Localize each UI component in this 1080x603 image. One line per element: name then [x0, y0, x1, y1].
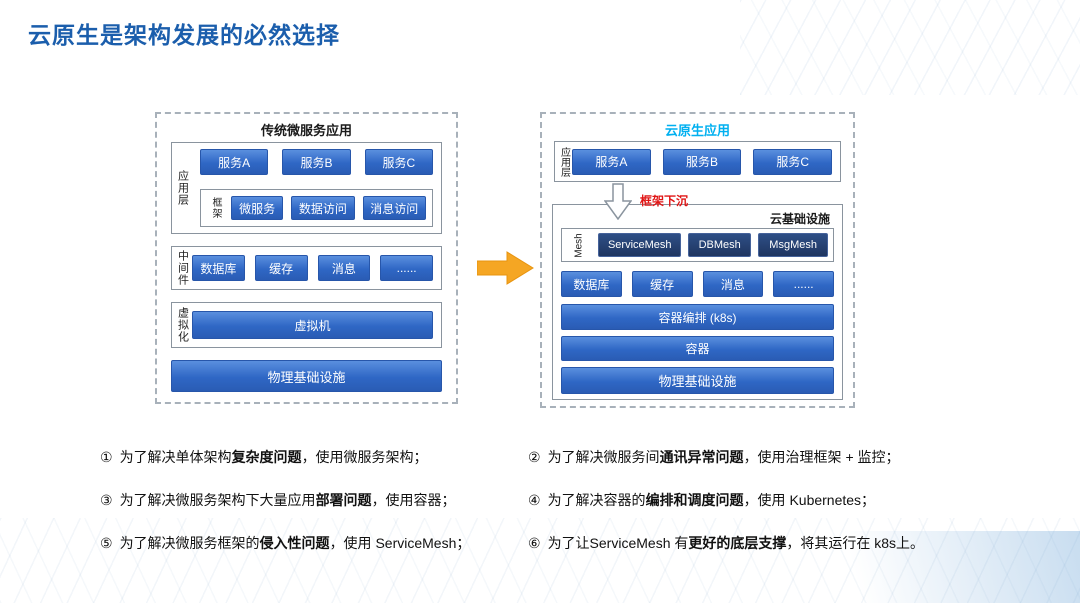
note-text: 为了解决微服务框架的	[119, 534, 260, 551]
cloud-native-diagram: 云原生应用 应用层 服务A 服务B 服务C 框架下沉 云基础设施 Mesh	[540, 112, 855, 408]
flow-arrow-icon	[477, 251, 534, 285]
left-app-layer-content: 服务A 服务B 服务C 框架 微服务 数据访问 消息访问	[192, 143, 441, 233]
note-6: ⑥ 为了让ServiceMesh 有更好的底层支撑，将其运行在 k8s上。	[528, 534, 1056, 553]
note-text-bold: 更好的底层支撑	[688, 534, 787, 551]
right-middleware-row: 数据库 缓存 消息 ......	[561, 271, 834, 297]
note-text-bold: 侵入性问题	[259, 534, 330, 551]
framework-item-box: 数据访问	[291, 196, 355, 220]
mesh-box: Mesh ServiceMesh DBMesh MsgMesh	[561, 228, 834, 262]
service-box: 服务B	[282, 149, 351, 175]
note-3: ③ 为了解决微服务架构下大量应用部署问题，使用容器；	[100, 491, 528, 510]
left-services-row: 服务A 服务B 服务C	[200, 149, 433, 175]
left-framework-label: 框架	[210, 197, 221, 219]
note-text: 为了解决微服务间	[547, 449, 660, 465]
service-box: 服务A	[572, 148, 651, 175]
note-text-bold: 复杂度问题	[231, 449, 302, 465]
traditional-microservices-diagram: 传统微服务应用 应用层 服务A 服务B 服务C 框架 微服务 数据访问 消息访	[155, 112, 458, 404]
note-text: ，使用容器；	[371, 491, 456, 508]
cloud-infra-label: 云基础设施	[769, 212, 830, 226]
note-4: ④ 为了解决容器的编排和调度问题，使用 Kubernetes；	[528, 491, 1056, 510]
container-bar: 容器	[561, 336, 834, 361]
note-text: ，将其运行在 k8s上。	[786, 534, 925, 551]
note-5: ⑤ 为了解决微服务框架的侵入性问题，使用 ServiceMesh；	[100, 534, 528, 553]
middleware-box: 数据库	[561, 271, 622, 297]
service-box: 服务C	[753, 148, 833, 175]
right-app-layer-box: 应用层 服务A 服务B 服务C	[554, 141, 841, 182]
page-title: 云原生是架构发展的必然选择	[28, 22, 340, 48]
right-app-layer-label-wrap: 应用层	[555, 142, 572, 181]
middleware-box: 消息	[317, 255, 371, 281]
note-number: ⑥	[528, 534, 541, 551]
note-text: ，使用 Kubernetes；	[743, 491, 876, 508]
left-middleware-row: 数据库 缓存 消息 ......	[192, 247, 441, 289]
left-framework-label-wrap: 框架	[207, 197, 223, 219]
right-physical-bar: 物理基础设施	[561, 367, 834, 394]
note-2: ② 为了解决微服务间通讯异常问题，使用治理框架 + 监控；	[528, 448, 1056, 467]
framework-item-box: 消息访问	[362, 196, 426, 220]
sink-label: 框架下沉	[640, 194, 689, 208]
left-app-layer-label: 应用层	[176, 170, 189, 206]
left-middleware-label: 中间件	[176, 250, 189, 286]
left-diagram-title: 传统微服务应用	[260, 123, 352, 138]
middleware-box: 数据库	[192, 255, 245, 281]
left-virtualization-label-wrap: 虚拟化	[172, 303, 192, 347]
note-number: ⑤	[100, 534, 113, 551]
left-middleware-label-wrap: 中间件	[172, 247, 192, 289]
note-number: ③	[100, 491, 113, 508]
note-text-bold: 通讯异常问题	[659, 449, 744, 465]
mesh-label: Mesh	[573, 232, 585, 258]
service-box: 服务C	[364, 149, 433, 175]
service-box: 服务A	[200, 149, 269, 175]
mesh-item-box: MsgMesh	[758, 233, 828, 257]
note-text-bold: 编排和调度问题	[645, 491, 744, 508]
right-services-row: 服务A 服务B 服务C	[572, 142, 840, 181]
note-number: ④	[528, 491, 541, 508]
middleware-box: ......	[773, 271, 834, 297]
note-text: 为了解决容器的	[547, 491, 646, 508]
note-text: 为了让ServiceMesh 有	[547, 534, 689, 551]
note-text: ，使用 ServiceMesh；	[329, 534, 471, 551]
note-1: ① 为了解决单体架构复杂度问题，使用微服务架构；	[100, 448, 528, 467]
mesh-item-box: DBMesh	[688, 233, 752, 257]
framework-item-box: 微服务	[231, 196, 284, 220]
middleware-box: ......	[380, 255, 433, 281]
middleware-box: 消息	[702, 271, 764, 297]
right-app-layer-label: 应用层	[558, 146, 570, 177]
note-number: ②	[528, 449, 541, 465]
note-text: ，使用治理框架 + 监控；	[743, 449, 900, 465]
right-diagram-title: 云原生应用	[664, 123, 730, 138]
mesh-item-box: ServiceMesh	[598, 233, 682, 257]
left-vm-row: 虚拟机	[192, 303, 441, 347]
note-number: ①	[100, 449, 113, 465]
left-virtualization-label: 虚拟化	[176, 307, 189, 343]
left-physical-bar: 物理基础设施	[171, 360, 442, 392]
left-middleware-box: 中间件 数据库 缓存 消息 ......	[171, 246, 442, 290]
left-framework-box: 框架 微服务 数据访问 消息访问	[200, 189, 433, 227]
orchestration-bar: 容器编排 (k8s)	[561, 304, 834, 330]
cloud-infra-box: 云基础设施 Mesh ServiceMesh DBMesh MsgMesh 数据…	[552, 204, 843, 400]
mesh-label-wrap: Mesh	[567, 233, 591, 257]
note-text: 为了解决微服务架构下大量应用	[119, 491, 316, 508]
middleware-box: 缓存	[254, 255, 308, 281]
note-text: ，使用微服务架构；	[301, 449, 428, 465]
note-text: 为了解决单体架构	[119, 449, 232, 465]
service-box: 服务B	[662, 148, 742, 175]
middleware-box: 缓存	[631, 271, 693, 297]
left-virtualization-box: 虚拟化 虚拟机	[171, 302, 442, 348]
vm-box: 虚拟机	[192, 311, 433, 339]
left-app-layer-box: 应用层 服务A 服务B 服务C 框架 微服务 数据访问 消息访问	[171, 142, 442, 234]
note-text-bold: 部署问题	[315, 491, 372, 508]
background-pattern-top	[740, 0, 1080, 95]
left-app-layer-label-wrap: 应用层	[172, 143, 192, 233]
sink-arrow-icon	[604, 183, 632, 220]
